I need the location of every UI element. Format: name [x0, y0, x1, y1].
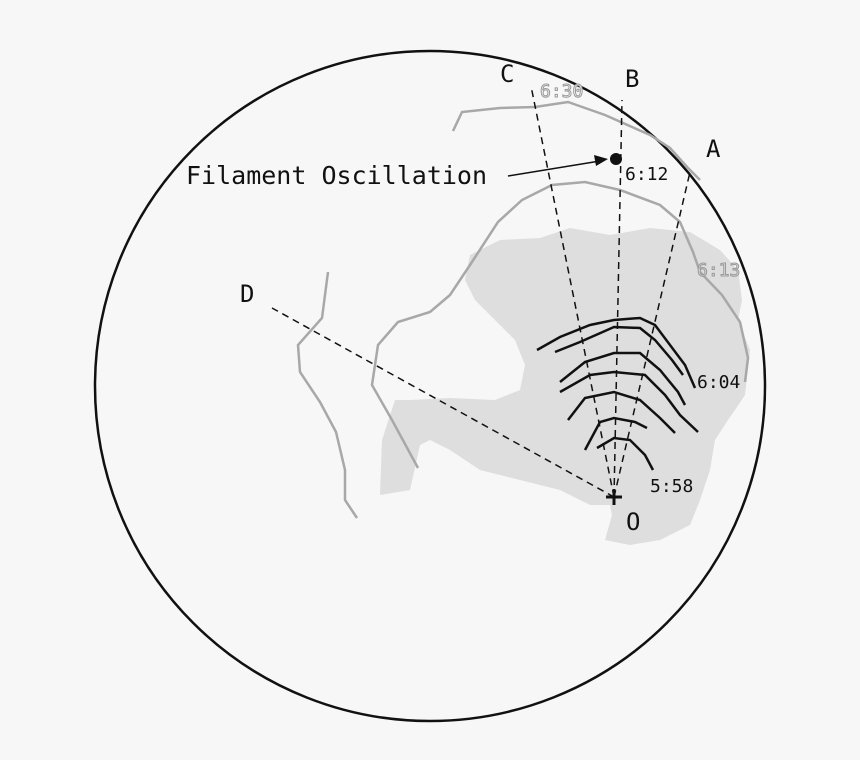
arc — [536, 316, 697, 389]
filament-arrow-head — [594, 155, 608, 166]
time-612: 6:12 — [625, 164, 668, 185]
gray-line-left — [296, 271, 359, 519]
gray-line-630 — [451, 100, 701, 181]
arc — [583, 416, 648, 451]
line-od — [271, 307, 615, 498]
label-o: O — [626, 508, 640, 536]
line-ob — [613, 99, 623, 498]
gray-lines — [296, 100, 750, 519]
shaded-region — [380, 228, 750, 545]
time-630: 6:30 — [540, 81, 583, 102]
label-c: C — [500, 60, 514, 88]
arc — [559, 370, 699, 433]
radial-lines — [271, 85, 691, 498]
time-558: 5:58 — [650, 476, 693, 497]
arc — [596, 436, 655, 471]
filament-arrow-shaft — [507, 160, 601, 177]
line-oc — [530, 85, 615, 498]
arc — [554, 325, 685, 376]
wavefront-arcs — [536, 316, 699, 471]
line-oa — [613, 171, 691, 498]
filament-dot — [610, 153, 622, 165]
label-a: A — [706, 135, 721, 163]
label-d: D — [240, 280, 254, 308]
field-of-view-circle — [93, 49, 767, 723]
filament-oscillation-label: Filament Oscillation — [186, 161, 487, 190]
time-613: 6:13 — [697, 260, 740, 281]
gray-line-613 — [370, 180, 750, 469]
arc — [567, 390, 676, 434]
origin-marker — [606, 489, 622, 505]
time-604: 6:04 — [697, 372, 740, 393]
arc — [559, 351, 687, 406]
label-b: B — [625, 65, 639, 93]
